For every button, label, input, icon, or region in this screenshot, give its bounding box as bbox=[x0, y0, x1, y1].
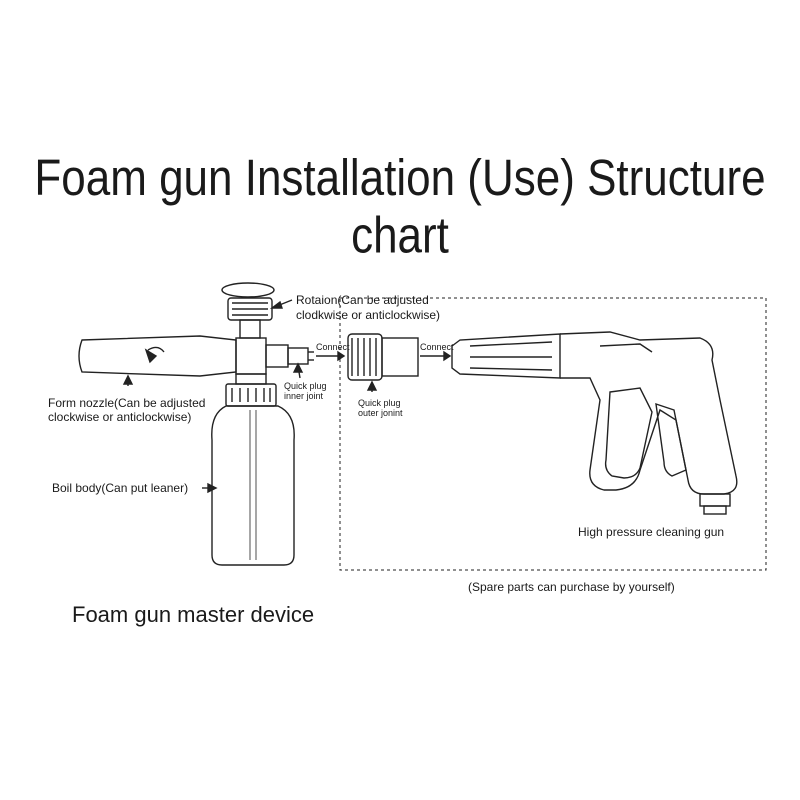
bottle-cap bbox=[225, 383, 277, 407]
nozzle-label-line2: clockwise or anticlockwise) bbox=[48, 410, 192, 424]
quick-plug-inner bbox=[287, 347, 309, 365]
rotation-ring bbox=[221, 282, 275, 298]
rotation-label-line2: clodkwise or anticlockwise) bbox=[296, 308, 441, 322]
quick-plug-inner-label-line2: inner joint bbox=[284, 391, 324, 401]
high-pressure-gun bbox=[451, 331, 738, 515]
center-block bbox=[235, 337, 267, 375]
bottle-body bbox=[211, 405, 295, 566]
connect-label-left: Connect bbox=[316, 342, 350, 352]
quick-plug-inner-label-line1: Quick plug bbox=[284, 381, 327, 391]
foam-nozzle bbox=[78, 335, 237, 377]
master-device-label: Foam gun master device bbox=[72, 602, 315, 627]
quick-plug-outer-label-line1: Quick plug bbox=[358, 398, 401, 408]
diagram-title: Foam gun Installation (Use) Structure ch… bbox=[34, 150, 766, 264]
rotation-label-line1: Rotaion(Can be adjusted bbox=[296, 293, 429, 307]
quick-plug-outer bbox=[347, 333, 383, 381]
spare-parts-frame bbox=[339, 297, 767, 571]
connect-label-right: Connect bbox=[420, 342, 454, 352]
gun-label: High pressure cleaning gun bbox=[578, 525, 725, 539]
nozzle-label-line1: Form nozzle(Can be adjusted bbox=[48, 396, 206, 410]
quick-plug-outer-label-line2: outer jonint bbox=[358, 408, 403, 418]
spare-parts-label: (Spare parts can purchase by yourself) bbox=[468, 580, 675, 594]
body-label: Boil body(Can put leaner) bbox=[52, 481, 189, 495]
